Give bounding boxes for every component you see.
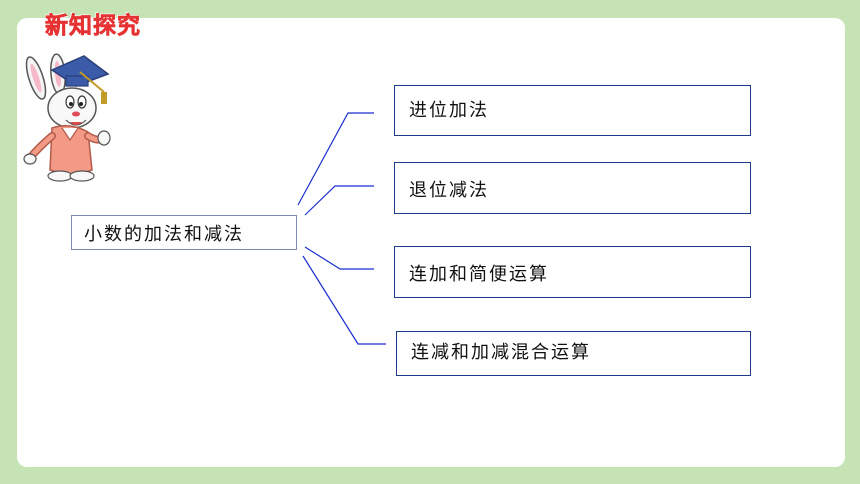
rabbit-graduate-icon: [23, 53, 111, 182]
connector-branch-2: [304, 185, 374, 216]
branch-node-2: 退位减法: [394, 162, 751, 214]
section-title: 新知探究: [45, 13, 141, 40]
connector-branch-1: [297, 112, 374, 206]
connector-branch-3: [304, 246, 374, 270]
connector-branch-4: [302, 255, 386, 345]
branch-node-3: 连加和简便运算: [394, 246, 751, 298]
branch-node-1: 进位加法: [394, 85, 751, 136]
root-node: 小数的加法和减法: [71, 215, 297, 250]
branch-node-4: 连减和加减混合运算: [396, 331, 751, 376]
